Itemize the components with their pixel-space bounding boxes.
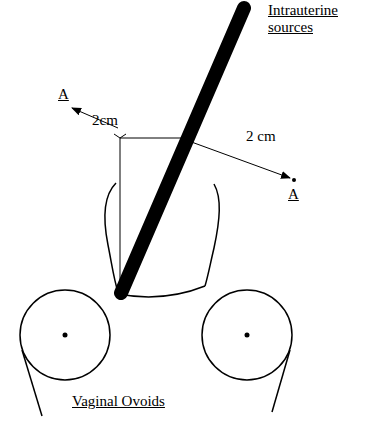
source-label: Intrauterine sources [268,2,358,37]
ovoid-label: Vaginal Ovoids [72,393,165,410]
point-a-label: A [288,186,299,203]
distance-label: 2cm [92,112,118,129]
distance-label: 2 cm [246,128,276,145]
point-a-label: A [58,86,69,103]
